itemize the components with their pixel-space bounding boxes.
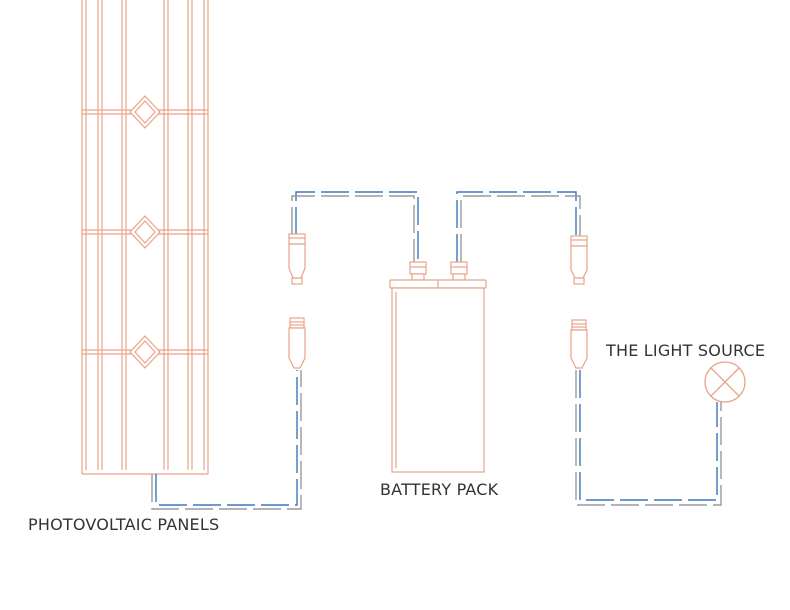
light-source-label: THE LIGHT SOURCE — [606, 341, 766, 360]
photovoltaic-panels-label: PHOTOVOLTAIC PANELS — [28, 515, 220, 534]
connector-left-bottom — [288, 317, 306, 369]
light-source-icon — [704, 361, 746, 403]
battery-pack — [389, 261, 487, 473]
wire-connector-to-battery-left — [291, 191, 419, 262]
wire-connector-to-light — [575, 370, 722, 506]
wire-panel-to-connector — [151, 370, 302, 510]
photovoltaic-panel-array — [81, 0, 209, 475]
connector-right-bottom — [570, 319, 588, 369]
wire-battery-to-connector-right — [456, 191, 581, 262]
battery-terminal-left — [409, 261, 427, 281]
battery-pack-label: BATTERY PACK — [380, 480, 499, 499]
connector-right-top — [570, 235, 588, 285]
battery-terminal-right — [450, 261, 468, 281]
connector-left-top — [288, 233, 306, 285]
wiring — [151, 191, 722, 510]
